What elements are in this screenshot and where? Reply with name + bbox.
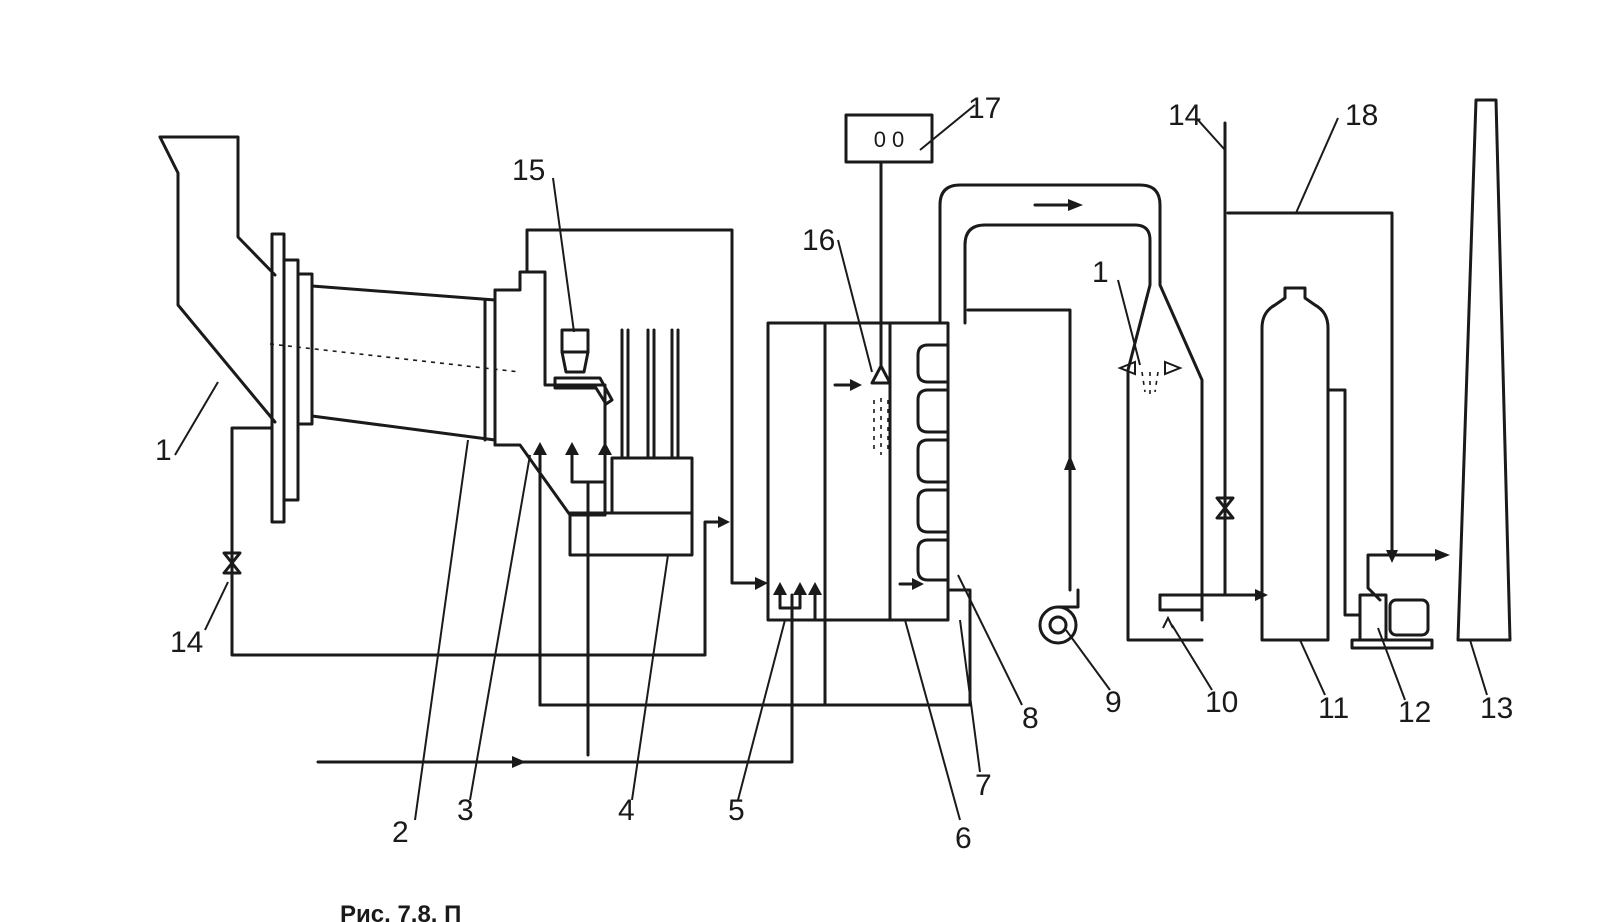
flow-arrows-exchanger — [833, 379, 924, 590]
feed-hopper — [158, 135, 277, 424]
control-panel-display: 0 0 — [874, 127, 905, 152]
callout-spray-nozzle: 16 — [802, 224, 835, 257]
hot-gas-duct — [525, 228, 768, 590]
air-header — [316, 588, 972, 768]
heat-exchanger — [766, 321, 950, 707]
kiln-flange — [270, 232, 314, 524]
air-distributor — [773, 582, 822, 622]
rotary-kiln — [269, 284, 521, 447]
recycle-line — [230, 426, 730, 657]
coil — [916, 343, 950, 582]
stack-inlet-line — [1366, 549, 1450, 572]
cooler — [568, 456, 694, 557]
callout-scrubber-base: 10 — [1205, 686, 1238, 719]
callout-coil: 8 — [1022, 702, 1039, 735]
fan — [1038, 588, 1080, 645]
absorber-column — [1260, 286, 1362, 642]
callout-kiln-left: 1 — [155, 434, 172, 467]
scrubber-duct — [1117, 360, 1204, 642]
leader-lines — [174, 104, 1488, 821]
valve-right — [1158, 121, 1268, 601]
pump — [1350, 568, 1434, 650]
spray-nozzle — [870, 364, 892, 455]
callout-stack: 13 — [1480, 692, 1513, 725]
top-gas-duct — [938, 183, 1204, 622]
discharge-head — [483, 270, 607, 517]
stack — [1456, 98, 1512, 642]
callout-cooler: 4 — [618, 794, 635, 827]
callout-absorber-column: 11 — [1318, 692, 1349, 725]
control-panel: 0 0 — [844, 113, 934, 367]
figure-caption: Рис. 7.8. П — [340, 901, 461, 922]
callout-dust-hopper: 15 — [512, 154, 545, 187]
callout-heat-exchanger-wall: 6 — [955, 822, 972, 855]
callout-duct-right: 1 — [1092, 256, 1109, 289]
bypass-line — [1226, 211, 1398, 563]
callout-pump: 12 — [1398, 696, 1431, 729]
callout-burner-head: 3 — [457, 794, 474, 827]
callout-valve-left: 14 — [170, 626, 203, 659]
dust-hopper — [553, 328, 614, 406]
callouts: 1 2 3 4 5 6 7 8 9 10 11 12 13 14 14 15 1… — [155, 92, 1513, 855]
exchanger-to-fan-line — [966, 308, 1076, 592]
callout-bypass-line: 18 — [1345, 99, 1378, 132]
valve-left — [222, 551, 242, 575]
scrubber-sump — [1158, 593, 1204, 629]
callout-control-panel: 17 — [968, 92, 1001, 125]
callout-fan: 9 — [1105, 686, 1122, 719]
callout-kiln-shell: 2 — [392, 816, 409, 849]
callout-valve-right: 14 — [1168, 99, 1201, 132]
air-inlet-arrows — [533, 442, 612, 757]
callout-heat-exchanger-chamber: 7 — [975, 769, 992, 802]
callout-air-distributor: 5 — [728, 794, 745, 827]
cooler-tubes — [620, 328, 680, 460]
